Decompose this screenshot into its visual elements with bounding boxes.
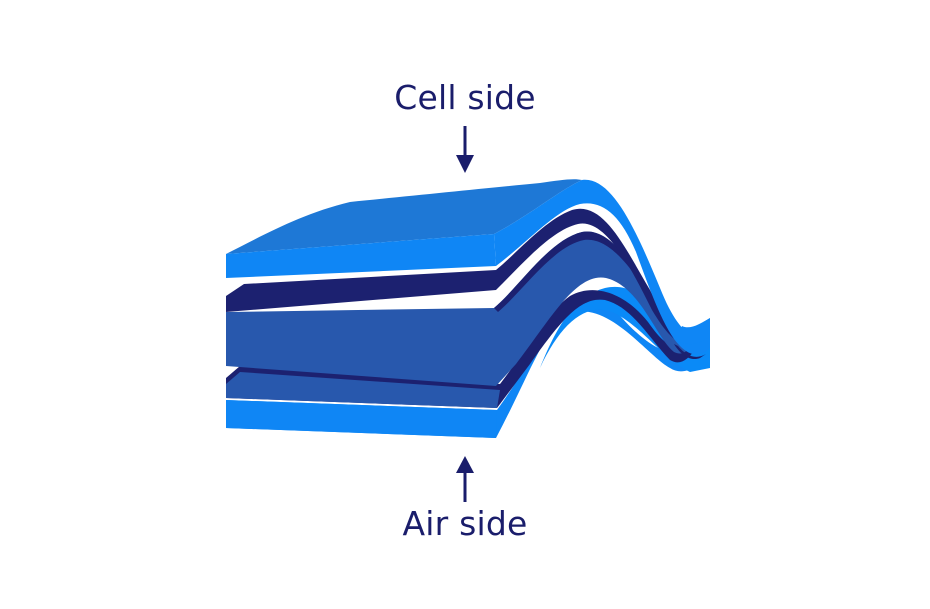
down-arrow-icon (456, 126, 474, 173)
cell-side-label: Cell side (394, 78, 536, 117)
middle-layer (226, 231, 692, 386)
right-tail-detail (674, 318, 710, 360)
up-arrow-icon (456, 456, 474, 502)
air-side-label: Air side (402, 504, 528, 543)
dark-layer-2 (226, 290, 696, 408)
dark-layer-1 (226, 208, 692, 346)
